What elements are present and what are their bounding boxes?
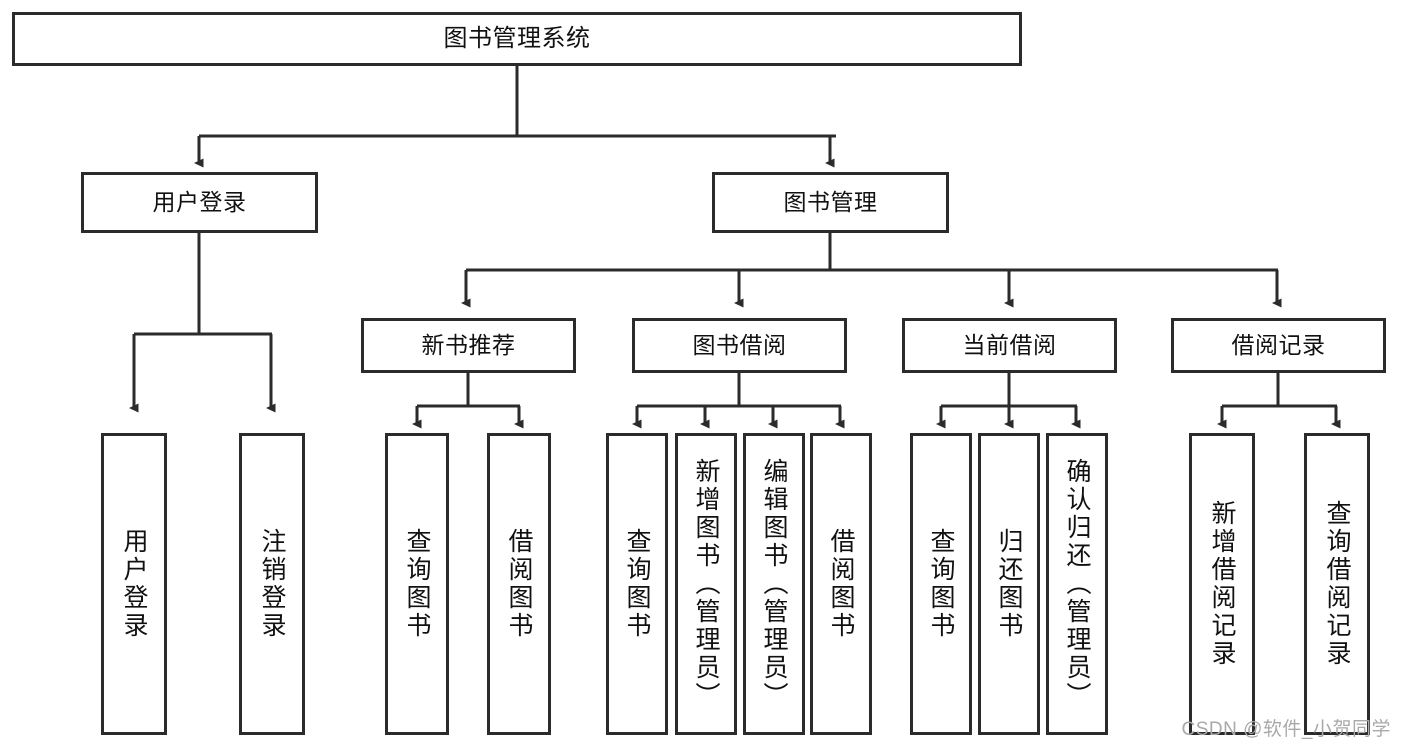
node-label: 图书借阅 xyxy=(692,331,787,358)
node-label: 编辑图书（管理员） xyxy=(760,458,788,710)
node-label: 用户登录 xyxy=(120,528,148,640)
node-label: 新增借阅记录 xyxy=(1208,500,1236,668)
node-label: 新书推荐 xyxy=(421,331,516,358)
node-label: 查询图书 xyxy=(623,528,651,640)
node-label: 图书管理 xyxy=(783,188,878,215)
node-leaf-edit-book[interactable]: 编辑图书（管理员） xyxy=(743,433,805,735)
node-leaf-confirm-return[interactable]: 确认归还（管理员） xyxy=(1046,433,1108,735)
node-leaf-add-record[interactable]: 新增借阅记录 xyxy=(1189,433,1255,735)
node-label: 借阅图书 xyxy=(505,528,533,640)
node-current-borrow[interactable]: 当前借阅 xyxy=(902,318,1117,373)
node-user-login[interactable]: 用户登录 xyxy=(81,172,318,233)
node-new-book-rec[interactable]: 新书推荐 xyxy=(361,318,576,373)
node-leaf-borrow-book-2[interactable]: 借阅图书 xyxy=(810,433,872,735)
node-leaf-query-book-3[interactable]: 查询图书 xyxy=(910,433,972,735)
node-leaf-query-book-2[interactable]: 查询图书 xyxy=(606,433,668,735)
node-label: 用户登录 xyxy=(152,188,247,215)
node-leaf-logout[interactable]: 注销登录 xyxy=(239,433,305,735)
node-borrow-record[interactable]: 借阅记录 xyxy=(1171,318,1386,373)
node-label: 确认归还（管理员） xyxy=(1063,458,1091,710)
node-label: 借阅记录 xyxy=(1231,331,1326,358)
node-label: 借阅图书 xyxy=(827,528,855,640)
node-leaf-return-book[interactable]: 归还图书 xyxy=(978,433,1040,735)
node-label: 图书管理系统 xyxy=(443,24,591,52)
node-leaf-user-login[interactable]: 用户登录 xyxy=(101,433,167,735)
node-label: 归还图书 xyxy=(995,528,1023,640)
node-label: 查询借阅记录 xyxy=(1323,500,1351,668)
node-book-manage[interactable]: 图书管理 xyxy=(712,172,949,233)
node-label: 当前借阅 xyxy=(962,331,1057,358)
node-label: 查询图书 xyxy=(403,528,431,640)
node-leaf-query-book-1[interactable]: 查询图书 xyxy=(385,433,449,735)
node-leaf-query-record[interactable]: 查询借阅记录 xyxy=(1304,433,1370,735)
node-book-borrow[interactable]: 图书借阅 xyxy=(632,318,847,373)
node-label: 查询图书 xyxy=(927,528,955,640)
node-root-system[interactable]: 图书管理系统 xyxy=(12,12,1022,66)
node-label: 注销登录 xyxy=(258,528,286,640)
node-leaf-add-book[interactable]: 新增图书（管理员） xyxy=(675,433,737,735)
node-label: 新增图书（管理员） xyxy=(692,458,720,710)
node-leaf-borrow-book-1[interactable]: 借阅图书 xyxy=(487,433,551,735)
csdn-watermark: CSDN @软件_小贺同学 xyxy=(1181,719,1391,740)
